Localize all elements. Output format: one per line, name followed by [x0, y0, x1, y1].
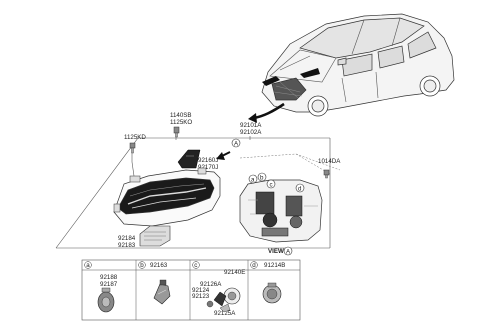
label-92126a: 92126A: [200, 281, 222, 288]
vehicle-pointer-arrow: [253, 102, 285, 120]
svg-text:a: a: [251, 177, 255, 184]
svg-text:c: c: [270, 182, 273, 189]
label-1014da: 1014DA: [318, 158, 341, 165]
label-92124: 92124: [192, 287, 210, 294]
label-92123: 92123: [192, 293, 210, 300]
callout-a-top: [231, 138, 241, 148]
callout-a-view: [283, 246, 293, 256]
label-92187: 92187: [100, 281, 118, 288]
vehicle-pointer-arrowhead: [248, 113, 257, 123]
svg-text:b: b: [260, 175, 264, 182]
led-unit-icon: [153, 279, 171, 305]
label-91214b: 91214B: [264, 262, 285, 269]
callout-d: d: [295, 183, 305, 193]
label-view: VIEW: [268, 248, 284, 255]
headlamp-rear-illustration: [239, 179, 323, 243]
grommet-cap-icon: [262, 282, 282, 304]
svg-text:b: b: [140, 262, 144, 269]
callout-c: c: [266, 179, 276, 189]
svg-text:d: d: [298, 186, 302, 193]
svg-text:c: c: [194, 262, 197, 269]
label-1125kd: 1125KD: [124, 134, 146, 141]
callout-b: b: [257, 172, 267, 182]
bulb-socket-icon: [97, 287, 115, 313]
screw-right-icon: [323, 169, 330, 179]
label-92184: 92184: [118, 235, 136, 242]
panel-c: c 92140E 92126A 92124 92123 92125A: [192, 261, 245, 317]
label-92140e: 92140E: [224, 269, 245, 276]
label-92160j: 92160J: [198, 157, 218, 164]
vehicle-illustration: [261, 13, 455, 117]
control-module-icon: [139, 225, 171, 247]
panel-b: b 92163: [138, 261, 171, 305]
svg-text:d: d: [252, 262, 256, 269]
bulb-cap-icon: [206, 287, 241, 313]
bracket-part-icon: [177, 149, 201, 169]
label-92183: 92183: [118, 242, 136, 249]
label-92163: 92163: [150, 262, 168, 269]
svg-text:a: a: [86, 262, 90, 269]
callout-a: a: [248, 174, 258, 184]
label-92102a: 92102A: [240, 129, 262, 136]
label-1125ko: 1125KO: [170, 119, 192, 126]
label-1140sb: 1140SB: [170, 112, 192, 119]
panel-d: d 91214B: [250, 261, 285, 304]
label-92170j: 92170J: [198, 164, 218, 171]
svg-text:A: A: [286, 249, 291, 256]
assembly-border: [55, 137, 331, 249]
bolt-left-icon: [129, 142, 136, 154]
label-92125a: 92125A: [214, 310, 236, 317]
panel-a: a 92188 92187: [84, 261, 118, 313]
label-92188: 92188: [100, 274, 118, 281]
headlamp-front-illustration: [113, 167, 221, 227]
bolt-top-icon: [173, 126, 180, 138]
svg-text:A: A: [234, 141, 239, 148]
label-92101a: 92101A: [240, 122, 262, 129]
